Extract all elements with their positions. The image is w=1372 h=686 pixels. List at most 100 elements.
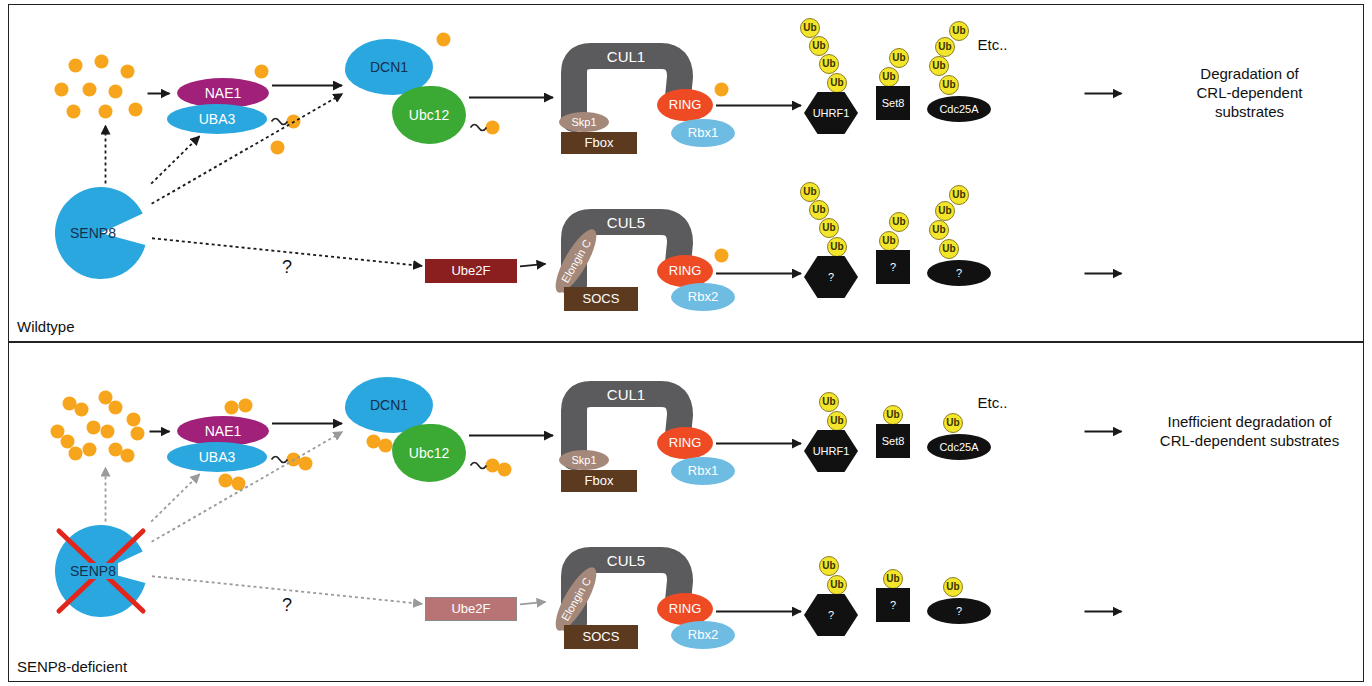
adaptor-ellipse: Skp1 — [559, 450, 609, 470]
node-label: Ubc12 — [409, 445, 449, 461]
note-label: Etc.. — [978, 394, 1008, 413]
node-label: Set8 — [882, 97, 905, 110]
nedd8-dot — [255, 65, 269, 79]
node-label: Rbx2 — [688, 290, 718, 305]
arrow-connector — [716, 105, 801, 107]
nedd8-dot — [498, 463, 512, 477]
node-label: RING — [669, 602, 702, 617]
node-label: CUL5 — [607, 214, 645, 231]
ubiquitin-circle: Ub — [800, 18, 820, 38]
node-label: Fbox — [585, 136, 614, 151]
node-label: Cdc25A — [939, 103, 978, 116]
ubiquitin-circle: Ub — [819, 218, 839, 238]
nedd8-dot — [379, 439, 393, 453]
node-label: DCN1 — [370, 59, 408, 75]
dotted-arrow — [105, 468, 107, 522]
node-label: Skp1 — [571, 116, 596, 129]
nedd8-dot — [55, 83, 69, 97]
nedd8-dot — [131, 427, 145, 441]
arrow-connector — [469, 97, 553, 99]
ubc12-enzyme: Ubc12 — [392, 86, 466, 144]
node-label: Set8 — [882, 435, 905, 448]
nedd8-dot — [367, 435, 381, 449]
nedd8-dot — [109, 85, 123, 99]
ubiquitin-circle: Ub — [819, 556, 839, 576]
nedd8-dot — [486, 121, 500, 135]
node-label: SOCS — [583, 630, 620, 645]
nedd8-dot — [63, 397, 77, 411]
node-label: Ub — [892, 216, 905, 228]
note-label: Etc.. — [978, 36, 1008, 55]
dotted-connector — [151, 136, 199, 184]
nedd8-dot — [83, 443, 97, 457]
uba3-subunit: UBA3 — [167, 442, 267, 472]
rbx-ellipse: Rbx1 — [671, 119, 735, 147]
dotted-connector — [152, 94, 343, 204]
substrate-ellipse: ? — [927, 260, 991, 286]
receptor-box: Fbox — [561, 132, 637, 154]
thioester-tilde — [272, 119, 288, 125]
nedd8-dot — [129, 103, 143, 117]
hexagon-shape — [804, 594, 858, 636]
flow-arrow — [1085, 93, 1122, 95]
node-label: Fbox — [585, 474, 614, 489]
node-label: Ub — [946, 581, 959, 593]
ube2f-box: Ube2F — [425, 259, 517, 283]
arrow-connector — [469, 435, 553, 437]
ubiquitin-circle: Ub — [939, 75, 959, 95]
node-label: ? — [956, 605, 962, 618]
hexagon-shape — [804, 92, 858, 134]
node-label: Ub — [803, 22, 816, 34]
ubiquitin-circle: Ub — [800, 182, 820, 202]
nedd8-dot — [95, 55, 109, 69]
nedd8-dot — [83, 83, 97, 97]
node-label: ? — [956, 267, 962, 280]
ubiquitin-circle: Ub — [943, 577, 963, 597]
substrate-square: Set8 — [876, 86, 910, 120]
substrate-ellipse: Cdc25A — [927, 96, 991, 122]
nedd8-dot — [121, 65, 135, 79]
node-label: RING — [669, 436, 702, 451]
node-label: Ub — [952, 189, 965, 201]
nedd8-dot — [225, 401, 239, 415]
ubiquitin-circle: Ub — [949, 21, 969, 41]
node-label: Ub — [942, 243, 955, 255]
cross-mark — [59, 531, 143, 611]
arrow-connector — [520, 602, 546, 604]
socs-box: SOCS — [564, 625, 638, 649]
ubiquitin-circle: Ub — [879, 67, 899, 87]
node-label: Cdc25A — [939, 441, 978, 454]
uba3-subunit: UBA3 — [167, 104, 267, 134]
ubiquitin-circle: Ub — [809, 36, 829, 56]
thioester-tilde — [471, 125, 487, 131]
flow-arrow — [150, 431, 170, 433]
node-label: Ub — [803, 186, 816, 198]
node-label: Ub — [952, 25, 965, 37]
nedd8-dot — [437, 33, 451, 47]
node-label: ? — [828, 609, 834, 622]
ubiquitin-circle: Ub — [889, 212, 909, 232]
receptor-box: Fbox — [561, 470, 637, 492]
arrow-connector — [716, 611, 801, 613]
node-label: CUL1 — [607, 386, 645, 403]
substrate-hexagon: UHRF1 — [804, 92, 858, 134]
edge-label: ? — [280, 596, 294, 616]
node-label: Ub — [830, 579, 843, 591]
nedd8-dot — [715, 249, 729, 263]
edge-label: ? — [280, 258, 294, 278]
flow-arrow — [148, 93, 170, 95]
node-label: Ube2F — [451, 264, 490, 279]
node-label: Ub — [822, 58, 835, 70]
adaptor-ellipse: Skp1 — [559, 112, 609, 132]
ubiquitin-circle: Ub — [939, 239, 959, 259]
node-label: ? — [828, 271, 834, 284]
nedd8-dot — [121, 449, 135, 463]
ubiquitin-circle: Ub — [943, 413, 963, 433]
ring-domain: RING — [657, 89, 713, 121]
thioester-tilde — [471, 463, 487, 469]
dotted-connector — [152, 432, 343, 542]
node-label: Ub — [822, 396, 835, 408]
substrate-hexagon: ? — [804, 594, 858, 636]
ring-domain: RING — [657, 427, 713, 459]
node-label: Rbx2 — [688, 628, 718, 643]
